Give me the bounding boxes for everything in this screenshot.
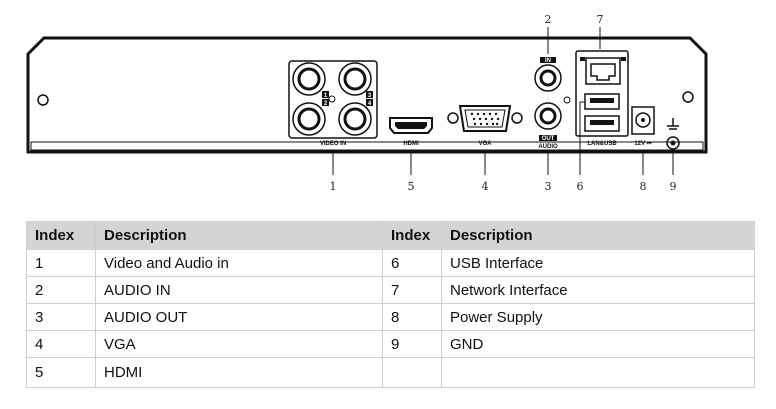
- table-cell: Video and Audio in: [95, 249, 383, 277]
- table-row: 4 VGA 9 GND: [26, 330, 755, 358]
- lan-usb-label: LAN&USB: [587, 141, 617, 147]
- table-cell: 2: [26, 276, 96, 304]
- channel-label-4: 4: [368, 101, 372, 107]
- callout-number-2: 2: [545, 13, 552, 26]
- bnc-connector-4: [338, 102, 372, 136]
- callout-number-4: 4: [482, 180, 489, 193]
- vga-port: VGA: [447, 105, 523, 147]
- mount-hole-left: [37, 94, 49, 106]
- table-cell: 6: [382, 249, 442, 277]
- header-index: Index: [382, 221, 442, 250]
- callout-number-3: 3: [545, 180, 552, 193]
- audio-out-badge: OUT: [542, 136, 555, 142]
- table-row: 5 HDMI: [26, 357, 755, 388]
- table-cell: 7: [382, 276, 442, 304]
- lan-usb-block: LAN&USB: [575, 50, 629, 147]
- table-cell: VGA: [95, 330, 383, 358]
- channel-label-2: 2: [324, 101, 328, 107]
- table-row: 3 AUDIO OUT 8 Power Supply: [26, 303, 755, 331]
- table-cell: 8: [382, 303, 442, 331]
- table-cell: 5: [26, 357, 96, 388]
- gnd-terminal: [666, 118, 680, 150]
- video-in-port-group: 1 2 3 4 VIDEO IN: [288, 60, 378, 147]
- callout-number-9: 9: [670, 180, 677, 193]
- audio-ports: IN OUT AUDIO: [534, 57, 562, 150]
- bnc-connector-1: [292, 62, 326, 96]
- table-cell: [382, 357, 442, 388]
- table-cell: AUDIO IN: [95, 276, 383, 304]
- audio-in-badge: IN: [545, 58, 551, 64]
- table-cell: HDMI: [95, 357, 383, 388]
- header-description: Description: [95, 221, 383, 250]
- table-cell: 1: [26, 249, 96, 277]
- audio-label: AUDIO: [538, 144, 558, 150]
- table-cell: [441, 357, 755, 388]
- channel-label-1: 1: [324, 93, 328, 99]
- small-port-dot: [563, 96, 571, 104]
- chassis-inner-edge: [30, 141, 704, 151]
- bnc-connector-2: [292, 102, 326, 136]
- rca-audio-out: [534, 102, 562, 130]
- callout-number-5: 5: [408, 180, 415, 193]
- table-header-row: Index Description Index Description: [26, 221, 755, 250]
- callout-number-8: 8: [640, 180, 647, 193]
- callout-number-7: 7: [597, 13, 604, 26]
- hdmi-label: HDMI: [403, 141, 419, 147]
- video-in-label: VIDEO IN: [320, 141, 346, 147]
- callout-number-6: 6: [577, 180, 584, 193]
- table-row: 1 Video and Audio in 6 USB Interface: [26, 249, 755, 277]
- table-cell: USB Interface: [441, 249, 755, 277]
- table-cell: AUDIO OUT: [95, 303, 383, 331]
- table-cell: GND: [441, 330, 755, 358]
- rca-audio-in: [534, 64, 562, 92]
- port-description-table: Index Description Index Description 1 Vi…: [26, 221, 755, 388]
- callout-number-1: 1: [330, 180, 337, 193]
- table-cell: Power Supply: [441, 303, 755, 331]
- vga-label: VGA: [478, 141, 492, 147]
- rear-panel-diagram: 1 2 3 4 VIDEO IN HDMI VGA IN OUT AUDIO: [26, 13, 708, 193]
- ground-symbol-icon: [667, 118, 679, 130]
- header-description: Description: [441, 221, 755, 250]
- power-label: 12V ⎓: [634, 141, 651, 147]
- table-row: 2 AUDIO IN 7 Network Interface: [26, 276, 755, 304]
- header-index: Index: [26, 221, 96, 250]
- power-port: 12V ⎓: [631, 106, 655, 147]
- bnc-connector-3: [338, 62, 372, 96]
- table-cell: 4: [26, 330, 96, 358]
- callout-lines: [332, 27, 674, 175]
- table-cell: Network Interface: [441, 276, 755, 304]
- channel-label-3: 3: [368, 93, 372, 99]
- table-cell: 9: [382, 330, 442, 358]
- table-cell: 3: [26, 303, 96, 331]
- mount-hole-right: [682, 91, 694, 103]
- hdmi-port: HDMI: [389, 117, 433, 147]
